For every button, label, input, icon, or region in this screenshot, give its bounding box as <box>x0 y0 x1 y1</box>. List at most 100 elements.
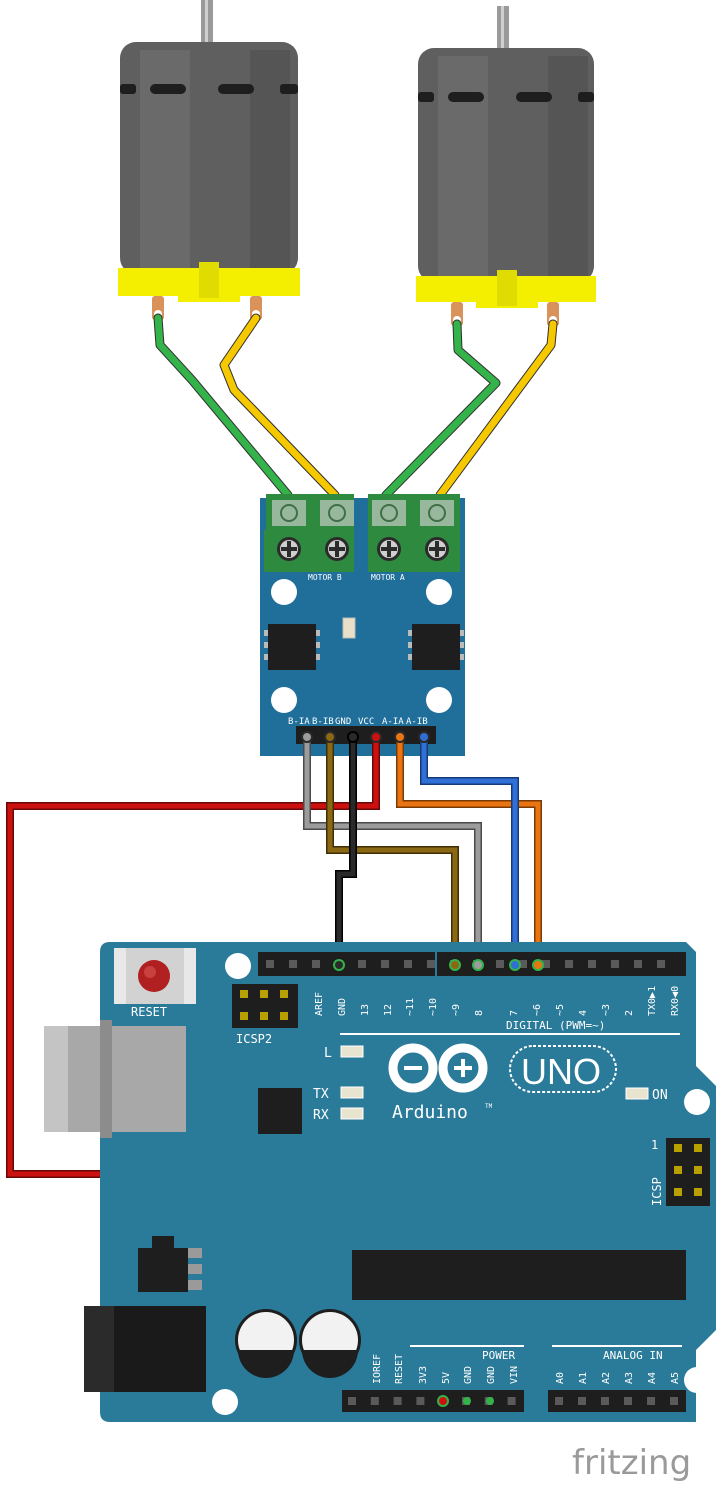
header-pin[interactable] <box>555 1397 563 1405</box>
header-pin[interactable] <box>507 1397 516 1405</box>
digital-pin-label: ~3 <box>601 1004 612 1016</box>
driver-pin-ends <box>301 731 430 743</box>
header-pin[interactable] <box>312 960 320 968</box>
power-pin-label: 5V <box>441 1372 452 1384</box>
digital-pin-label: 4 <box>578 1010 589 1016</box>
driver-pin-label: B-IB <box>312 717 334 727</box>
fritzing-watermark: fritzing <box>572 1443 691 1483</box>
header-pin[interactable] <box>634 960 642 968</box>
header-pin[interactable] <box>358 960 366 968</box>
mount-hole <box>225 953 251 979</box>
icsp-pin1-label: 1 <box>651 1138 658 1152</box>
header-pin[interactable] <box>404 960 412 968</box>
analog-pin-label: A4 <box>647 1372 658 1384</box>
capacitor <box>299 1309 361 1378</box>
header-pin[interactable] <box>370 1397 379 1405</box>
digital-pin-label: 12 <box>383 1004 394 1016</box>
header-pin[interactable] <box>393 1397 402 1405</box>
power-header <box>342 1390 524 1412</box>
led-rx-label: RX <box>313 1108 329 1123</box>
wire-black <box>336 738 356 966</box>
motor-wires <box>153 313 558 500</box>
power-pin-label: IOREF <box>372 1354 383 1384</box>
digital-pin-label: RX0◀0 <box>670 986 681 1016</box>
header-pin[interactable] <box>601 1397 609 1405</box>
analog-pin-label: A0 <box>555 1372 566 1384</box>
power-pin-label: VIN <box>509 1366 520 1384</box>
power-pin-label: GND <box>486 1366 497 1384</box>
led-tx-label: TX <box>313 1087 329 1102</box>
led-l-label: L <box>324 1046 332 1061</box>
header-pin[interactable] <box>565 960 573 968</box>
digital-pin-label: AREF <box>314 992 325 1016</box>
power-pin-label: 3V3 <box>418 1366 429 1384</box>
header-pin[interactable] <box>519 960 527 968</box>
header-pin[interactable] <box>348 1397 356 1405</box>
driver-chip-a <box>408 624 464 670</box>
power-pin-label: GND <box>463 1366 474 1384</box>
led-on <box>625 1087 649 1100</box>
mount-hole <box>684 1089 710 1115</box>
header-pin[interactable] <box>289 960 297 968</box>
driver-pin-label: A-IB <box>406 717 428 727</box>
arduino-logo-icon <box>388 1043 488 1093</box>
header-pin[interactable] <box>611 960 619 968</box>
analog-pin-label: A2 <box>601 1372 612 1384</box>
terminal-block-motor-a <box>368 494 460 561</box>
header-pin[interactable] <box>266 960 274 968</box>
header-pin[interactable] <box>657 960 665 968</box>
header-pin[interactable] <box>427 960 435 968</box>
driver-smd-component <box>342 617 356 639</box>
analog-pin-label: A3 <box>624 1372 635 1384</box>
mount-hole <box>212 1389 238 1415</box>
header-pin[interactable] <box>624 1397 632 1405</box>
mount-hole <box>426 687 452 713</box>
header-pin[interactable] <box>578 1397 586 1405</box>
header-pin[interactable] <box>588 960 596 968</box>
driver-pin-label: GND <box>335 717 351 727</box>
digital-pin-label: GND <box>337 998 348 1016</box>
icsp-header <box>666 1138 710 1206</box>
microcontroller-chip <box>352 1250 686 1300</box>
arduino-brand: Arduino <box>392 1102 468 1123</box>
capacitor <box>235 1309 297 1378</box>
driver-pin-label: VCC <box>358 717 374 727</box>
header-pin[interactable] <box>542 960 550 968</box>
led-on-label: ON <box>652 1088 668 1103</box>
usb-chip <box>258 1088 302 1134</box>
header-pin[interactable] <box>381 960 389 968</box>
digital-pin-label: 8 <box>474 1010 485 1016</box>
digital-pin-label: ~6 <box>532 1004 543 1016</box>
voltage-regulator <box>138 1236 202 1292</box>
terminal-block-motor-b <box>266 494 354 561</box>
header-pin[interactable] <box>670 1397 678 1405</box>
mount-hole <box>271 579 297 605</box>
icsp-label: ICSP <box>650 1177 664 1206</box>
analog-pin-label: A5 <box>670 1372 681 1384</box>
wire-green-right <box>381 319 501 500</box>
driver-pin-label: A-IA <box>382 717 404 727</box>
header-pin[interactable] <box>416 1397 425 1405</box>
power-label: POWER <box>482 1349 515 1362</box>
wire-blue <box>421 738 518 966</box>
header-pin[interactable] <box>647 1397 655 1405</box>
driver-header <box>296 726 436 744</box>
power-pin-label: RESET <box>394 1354 405 1384</box>
uno-badge <box>509 1045 617 1093</box>
reset-button[interactable] <box>114 948 196 1004</box>
arduino-wire-ends <box>333 959 544 1407</box>
arduino-tm: TM <box>485 1103 493 1110</box>
digital-label: DIGITAL (PWM=~) <box>506 1019 605 1032</box>
analog-header <box>548 1390 686 1412</box>
motor-a-label: MOTOR A <box>371 573 405 582</box>
digital-pin-label: ~10 <box>428 998 439 1016</box>
icsp2-header <box>232 984 298 1028</box>
mount-hole <box>426 579 452 605</box>
digital-pin-label: 2 <box>624 1010 635 1016</box>
analog-pin-holes <box>555 1397 678 1405</box>
header-pin[interactable] <box>496 960 504 968</box>
